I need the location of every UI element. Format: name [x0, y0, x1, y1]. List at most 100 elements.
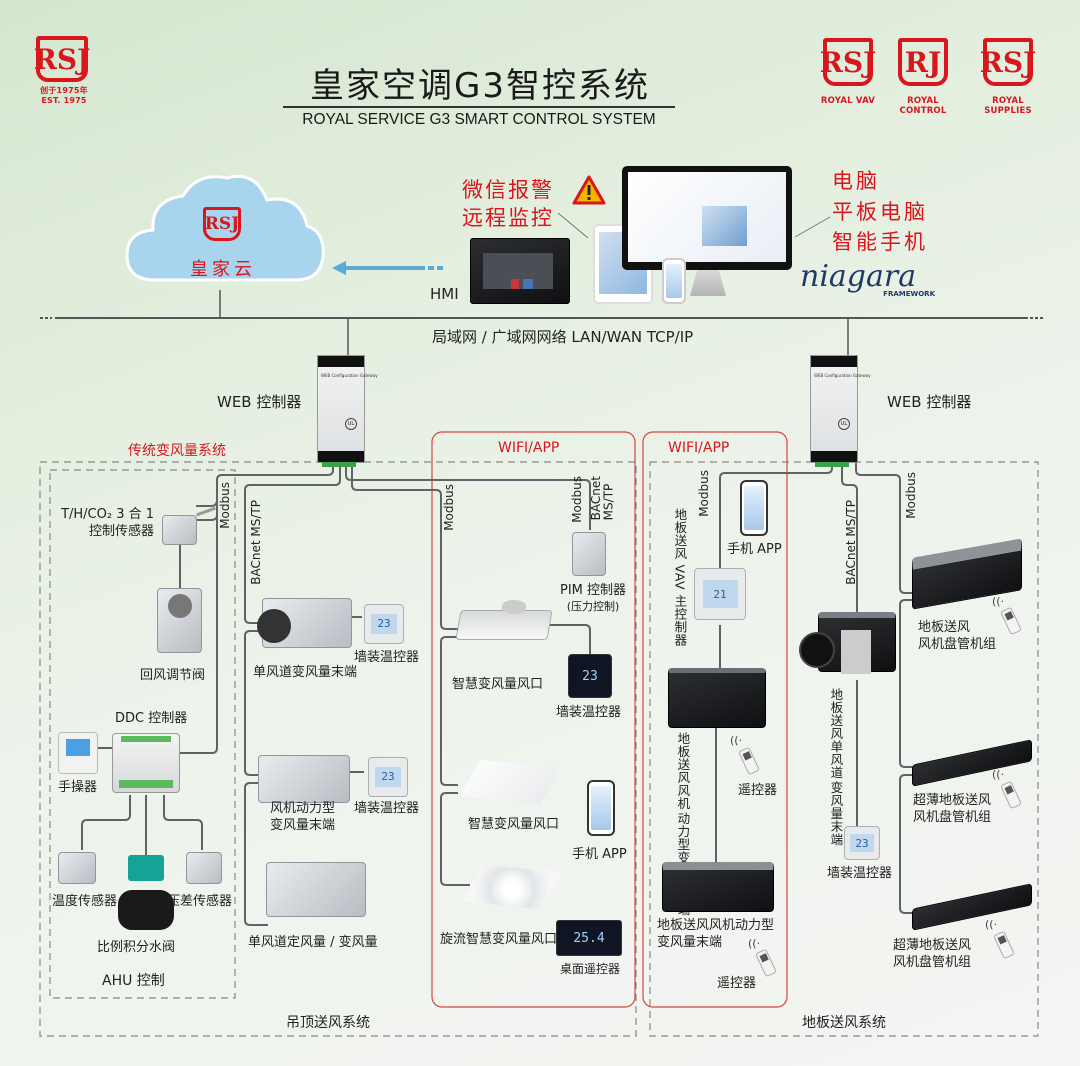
- thermostat-reading: 23: [374, 766, 402, 788]
- pim-controller-device: [572, 532, 606, 576]
- protocol-modbus-pim: Modbus: [570, 476, 584, 523]
- right-web-controller: WEB Configuration Gateway UL: [810, 355, 871, 467]
- right-controller-wires: [715, 462, 915, 914]
- ddc-controller-label: DDC 控制器: [115, 711, 188, 726]
- title-divider: [283, 106, 675, 108]
- page-title: 皇家空调G3智控系统: [310, 66, 650, 106]
- royal-supplies-mark: RSJ: [980, 38, 1036, 86]
- main-logo: RSJ 创于1975年 EST. 1975: [34, 36, 92, 105]
- smartphone-device: [662, 258, 686, 304]
- single-duct-vav-device: [257, 598, 352, 648]
- wifi-app-frame-ceiling: [431, 431, 636, 1008]
- thermostat-wires: [350, 616, 591, 773]
- est-cn: 创于1975年: [40, 86, 88, 95]
- ultra-thin-fcu-2-line-1: 超薄地板送风: [893, 938, 972, 953]
- brand-logo-royal-control: RJ ROYAL CONTROL: [883, 38, 963, 116]
- temperature-sensor-device: [58, 852, 96, 884]
- ddc-sensor-wires: [81, 545, 203, 855]
- brand-logo-royal-vav: RSJ ROYAL VAV: [813, 38, 883, 106]
- traditional-vav-label: 传统变风量系统: [128, 443, 226, 459]
- ahu-control-label: AHU 控制: [102, 973, 165, 989]
- constant-variable-vav-device: [266, 862, 366, 917]
- smart-diffuser-1-label: 智慧变风量风口: [452, 677, 544, 692]
- pressure-sensor-label: 压差传感器: [167, 894, 233, 909]
- warning-triangle-icon: [572, 175, 606, 205]
- fan-powered-vav-device: [258, 755, 350, 803]
- protocol-modbus-wifi-ceiling: Modbus: [442, 484, 456, 531]
- swirl-diffuser-label: 旋流智慧变风量风口: [440, 932, 558, 947]
- hmi-label: HMI: [430, 285, 459, 303]
- cloud-label: 皇家云: [190, 259, 256, 280]
- fan-powered-vav-line-2: 变风量末端: [270, 817, 336, 833]
- ultra-thin-fcu-1-line-2: 风机盘管机组: [913, 809, 992, 825]
- floor-single-duct-vav-label: 地板送风单风道 变风量末端: [828, 688, 844, 846]
- protocol-modbus-ahu: Modbus: [218, 482, 232, 529]
- wifi-app-label-1: WIFI/APP: [498, 440, 560, 456]
- dark-wall-thermostat-label: 墙装温控器: [556, 705, 622, 720]
- alarm-label-1: 微信报警: [462, 178, 554, 202]
- floor-fan-powered-line-1: 地板送风风机动力型: [657, 918, 775, 933]
- protocol-modbus-floor: Modbus: [904, 472, 918, 519]
- protocol-bacnet-floor: BACnet MS/TP: [844, 500, 858, 585]
- network-label: 局域网 / 广域网网络 LAN/WAN TCP/IP: [432, 328, 694, 346]
- dark-wall-thermostat: 23: [568, 654, 612, 698]
- diffuser-collar: [502, 600, 526, 614]
- niagara-logo: niagara FRAMEWORK: [800, 262, 935, 299]
- floor-fcu-line-2: 风机盘管机组: [918, 636, 997, 652]
- ultra-thin-fcu-2-line-2: 风机盘管机组: [893, 954, 972, 970]
- floor-single-duct-vav-device: [799, 612, 896, 674]
- ultra-thin-fcu-1-label: 超薄地板送风 风机盘管机组: [913, 793, 991, 827]
- floor-system-label: 地板送风系统: [802, 1015, 886, 1031]
- devices-label-pc: 电脑: [832, 169, 880, 193]
- proportional-valve-actuator: [128, 855, 164, 881]
- wifi-app-frame-floor: [642, 431, 788, 1008]
- royal-vav-mark: RSJ: [820, 38, 876, 86]
- thc-sensor-label: T/H/CO₂ 3 合 1 控制传感器: [60, 507, 154, 541]
- constant-variable-vav-label: 单风道定风量 / 变风量: [248, 935, 378, 950]
- wifi-signal-icon-1: ((·: [730, 734, 743, 747]
- floor-wall-thermostat-label: 墙装温控器: [827, 866, 893, 881]
- smart-diffuser-2-device: [460, 760, 560, 805]
- desktop-remote-reading: 25.4: [573, 930, 605, 946]
- pressure-sensor-device: [186, 852, 222, 884]
- dark-thermostat-reading: 23: [582, 668, 598, 684]
- thc-sensor-line-1: T/H/CO₂ 3 合 1: [61, 507, 154, 522]
- hmi-panel: [470, 238, 570, 304]
- wall-thermostat-2: 23: [368, 757, 408, 797]
- wifi-signal-icon-3: ((·: [992, 595, 1005, 608]
- floor-wall-thermostat: 23: [844, 826, 880, 860]
- ultra-thin-fcu-2-label: 超薄地板送风 风机盘管机组: [893, 938, 971, 972]
- royal-cloud: [125, 174, 325, 282]
- floor-single-duct-line-1: 地板送风单风道: [828, 688, 844, 779]
- gateway-text: WEB Configuration Gateway: [814, 373, 871, 378]
- devices-label-phone: 智能手机: [832, 230, 928, 254]
- return-air-damper-actuator: [157, 588, 202, 653]
- wifi-signal-icon-5: ((·: [985, 918, 998, 931]
- floor-fan-powered-vav-label: 地板送风风机动力型 变风量末端: [657, 918, 774, 952]
- brand-logo-royal-supplies: RSJ ROYAL SUPPLIES: [968, 38, 1048, 116]
- hmi-to-cloud-arrow: [332, 261, 445, 275]
- desktop-remote-device: 25.4: [556, 920, 622, 956]
- niagara-sub: FRAMEWORK: [883, 290, 935, 298]
- wall-thermostat-1-label: 墙装温控器: [354, 650, 420, 665]
- smart-diffuser-2-label: 智慧变风量风口: [468, 817, 560, 832]
- floor-fan-vav-device: [668, 668, 766, 728]
- vav-master-controller-device: 21: [694, 568, 746, 620]
- royal-vav-caption: ROYAL VAV: [820, 96, 876, 106]
- alarm-leader-line: [557, 212, 589, 239]
- temperature-sensor-label: 温度传感器: [52, 894, 118, 909]
- phone-app-device-2: [740, 480, 768, 536]
- wifi-app-label-2: WIFI/APP: [668, 440, 730, 456]
- fan-powered-vav-label: 风机动力型 变风量末端: [270, 801, 335, 835]
- pim-controller-label: PIM 控制器 (压力控制): [548, 583, 638, 614]
- phone-app-label-1: 手机 APP: [572, 847, 627, 862]
- monitor-stand: [690, 270, 726, 296]
- thermostat-reading: 23: [370, 613, 398, 635]
- floor-fcu-label: 地板送风 风机盘管机组: [918, 620, 996, 654]
- pim-line-1: PIM 控制器: [559, 583, 627, 598]
- thc-sensor-line-2: 控制传感器: [88, 523, 154, 539]
- master-controller-reading: 21: [702, 580, 738, 608]
- proportional-valve-body: [118, 890, 174, 930]
- ceiling-system-label: 吊顶送风系统: [286, 1015, 370, 1031]
